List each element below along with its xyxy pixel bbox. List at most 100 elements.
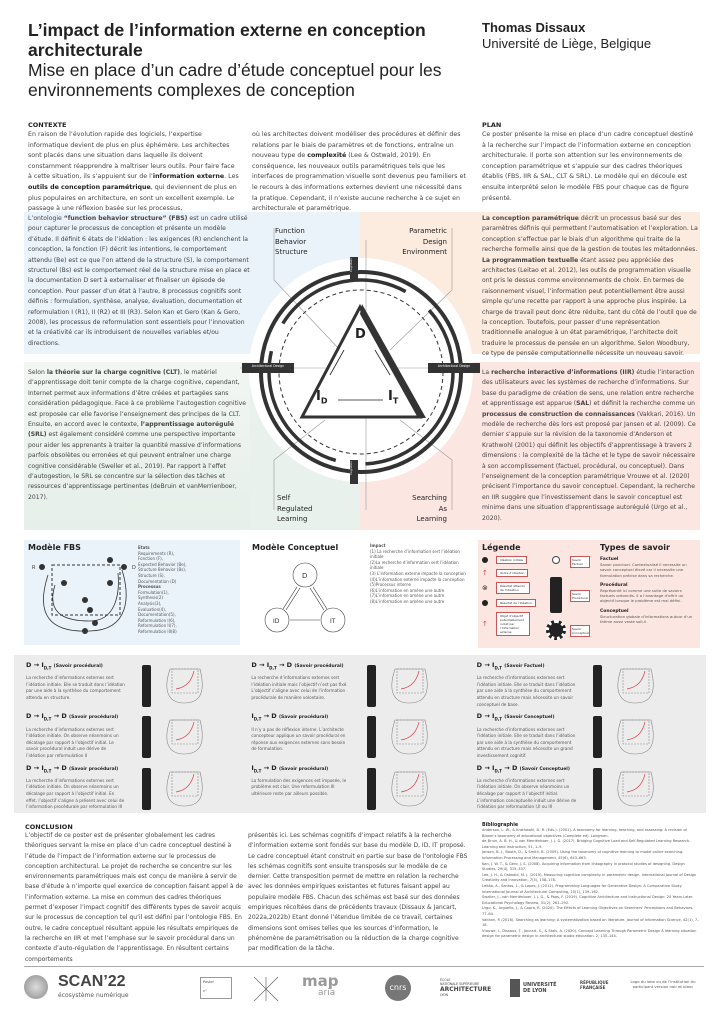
procedural-icon bbox=[550, 577, 562, 613]
text: Structuration globale d’informations aut… bbox=[600, 613, 693, 625]
case-tail: → D bbox=[502, 763, 518, 772]
cnrs-logo: cnrs bbox=[385, 975, 411, 1001]
text: (8)L’information en amène une autre bbox=[370, 598, 445, 604]
expected-result-icon: ⊗ bbox=[482, 584, 488, 592]
text: Requirements (R), bbox=[138, 550, 175, 556]
contexte-col1: En raison de l’évolution rapide des logi… bbox=[28, 130, 240, 215]
case-kind: (Savoir Conceptuel) bbox=[504, 715, 555, 721]
text: Types de savoir bbox=[600, 543, 670, 552]
arrow-up-icon: ↑ bbox=[482, 569, 488, 577]
text: Conceptuel bbox=[600, 608, 629, 614]
text: Représenté ici comme une suite de savoir… bbox=[600, 587, 684, 604]
text: (5)Processus interne bbox=[370, 582, 411, 588]
bibliography-entry: Leitão, A., Santos, L., & Lopes, J. (201… bbox=[482, 883, 683, 894]
case-tail: → D bbox=[261, 712, 277, 721]
text: Poster bbox=[203, 980, 214, 984]
case-title: D → I bbox=[251, 661, 270, 669]
case-kind: (Savoir procédural) bbox=[69, 715, 119, 721]
text: décrit un processus basé sur des paramèt… bbox=[482, 215, 698, 254]
poster-subtitle: Mise en place d’un cadre d’étude concept… bbox=[28, 60, 442, 100]
knowledge-types: Types de savoir Factuel Savoir ponctuel.… bbox=[600, 543, 696, 624]
case-kind: (Savoir procédural) bbox=[69, 766, 119, 772]
text: I bbox=[388, 389, 393, 404]
bibliography-entry: Urgo, K., Arguello, J., & Capra, R. (202… bbox=[482, 906, 694, 916]
bibliography-entry: Kan, J. W. T., & Gero, J. S. (2008). Acq… bbox=[482, 861, 685, 872]
case-title: D → I bbox=[26, 661, 44, 669]
text: ÉCOLE bbox=[440, 978, 451, 982]
text: ) et définit la recherche comme un bbox=[589, 400, 695, 408]
case-description: Il n’y a pas de réflexion interne. L’arc… bbox=[251, 726, 346, 752]
plan-text: Ce poster présente la mise en place d’un… bbox=[482, 131, 694, 202]
text: Behavior bbox=[275, 237, 307, 246]
label-cognition-top: Cognition bbox=[349, 257, 354, 273]
bibliography-entry: Sweller, J., van Merriënboer, J. J. G., … bbox=[482, 895, 694, 905]
scan-logo-text: SCAN’22 bbox=[58, 973, 126, 990]
case-title: D → I bbox=[26, 712, 44, 721]
iir-text: La recherche interactive d’informations … bbox=[482, 368, 698, 524]
text: D bbox=[320, 396, 328, 406]
text: Reformulation II(7), bbox=[138, 623, 177, 629]
central-framework-diagram bbox=[240, 228, 480, 510]
fbs-model-title: Modèle FBS bbox=[28, 543, 81, 552]
header: L’impact de l’information externe en con… bbox=[28, 20, 468, 100]
bibliography-entry: Lee, J. H., & Ostwald, M. J. (2019). Mea… bbox=[482, 872, 697, 883]
case-card: ID,T → D (Savoir procédural) Il n’y a pa… bbox=[247, 710, 472, 761]
text: I bbox=[316, 389, 321, 404]
text: Fonction (F), bbox=[138, 556, 163, 562]
text: Savoir ponctuel. Contextualisé il necess… bbox=[600, 562, 687, 578]
case-title: D → ID,T (Savoir Factuel) bbox=[477, 661, 587, 670]
author-name: Thomas Dissaux bbox=[482, 20, 586, 35]
legend-title: Légende bbox=[482, 543, 521, 552]
legend-items: Idéation initiale ↑Ordre d’idéation ⊗Rés… bbox=[482, 556, 542, 636]
concept-model-title: Modèle Conceptuel bbox=[252, 543, 339, 552]
case-tail: → D bbox=[51, 763, 67, 772]
procedural-icon bbox=[592, 767, 602, 810]
arrow-icon: ↑ bbox=[482, 620, 488, 628]
case-title: D → I bbox=[26, 763, 44, 772]
cases-panel: D → ID,T (Savoir procédural) La recherch… bbox=[14, 655, 706, 813]
aria-logo: aria bbox=[318, 988, 336, 998]
text: Parametric bbox=[409, 227, 447, 235]
case-description: La formulation des exigences est imposée… bbox=[251, 777, 347, 797]
fbs-mini-diagram bbox=[166, 771, 203, 806]
clt-panel bbox=[24, 362, 254, 530]
procedural-icon bbox=[592, 716, 602, 759]
param-panel bbox=[470, 212, 700, 354]
author-affiliation: Université de Liège, Belgique bbox=[482, 36, 652, 51]
bibliography-entry: de Bruin, A. B. H., & van Merriënboer, J… bbox=[482, 839, 691, 849]
case-card: D → ID,T → D (Savoir procédural) La rech… bbox=[22, 762, 247, 813]
svg-text:IT: IT bbox=[330, 618, 336, 625]
text: Design bbox=[422, 237, 447, 246]
case-sub: D,T bbox=[494, 767, 503, 773]
text: Savoir Procédural bbox=[570, 590, 590, 602]
text: , qui deviennent de plus en plus populai… bbox=[28, 183, 237, 213]
case-title: D → ID,T → D (Savoir procédural) bbox=[26, 764, 136, 773]
divider bbox=[24, 966, 704, 967]
case-description: La recherche d’informations externes ser… bbox=[476, 675, 576, 707]
node-d: D bbox=[355, 327, 366, 342]
case-description: La recherche d’informations externes ser… bbox=[26, 777, 125, 810]
text: est également considéré comme une perspe… bbox=[28, 431, 242, 501]
text: Structure bbox=[275, 248, 308, 256]
text: où les architectes doivent modéliser des… bbox=[252, 131, 461, 160]
case-tail: → D bbox=[51, 712, 67, 721]
node-d: D bbox=[132, 565, 136, 571]
case-description: La recherche d’informations externes ser… bbox=[26, 726, 119, 758]
conclusion-col1: L’objectif de ce poster est de présenter… bbox=[25, 832, 243, 963]
text: , le matériel d’apprentissage doit tenir… bbox=[28, 369, 247, 429]
case-title: ID,T → D (Savoir procédural) bbox=[251, 712, 361, 721]
procedural-icon bbox=[142, 716, 151, 759]
contexte-heading: CONTEXTE bbox=[28, 121, 67, 129]
procedural-icon bbox=[367, 665, 377, 707]
case-sub: D,T bbox=[269, 665, 277, 671]
bibliography-entry: Vrouwe, I., Dissaux, T., Jancart, S., & … bbox=[482, 928, 697, 939]
text: (1) La recherche d’information sert l’id… bbox=[370, 548, 460, 560]
text: “function behavior structure” (FBS) bbox=[63, 215, 188, 222]
text: l’apprentissage autorégulé (SRL) bbox=[28, 421, 235, 439]
